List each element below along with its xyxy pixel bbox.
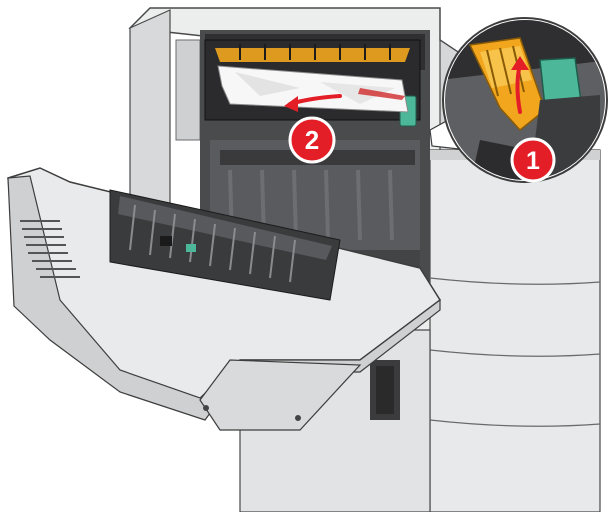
zoom-callout bbox=[429, 17, 608, 183]
step-1-label: 1 bbox=[526, 147, 540, 175]
door-vent-grid bbox=[20, 220, 80, 278]
arrow-up-icon bbox=[511, 56, 529, 114]
step-1-badge: 1 bbox=[510, 137, 556, 183]
arrow-left-icon bbox=[284, 94, 342, 112]
step-2-label: 2 bbox=[305, 125, 319, 155]
jammed-paper[interactable] bbox=[217, 65, 409, 113]
step-2-badge: 2 bbox=[288, 116, 336, 164]
door-green-tab[interactable] bbox=[186, 244, 196, 252]
printer-front-door[interactable] bbox=[7, 167, 442, 431]
door-rollers bbox=[129, 204, 296, 283]
paper-tray-lines bbox=[429, 277, 601, 427]
